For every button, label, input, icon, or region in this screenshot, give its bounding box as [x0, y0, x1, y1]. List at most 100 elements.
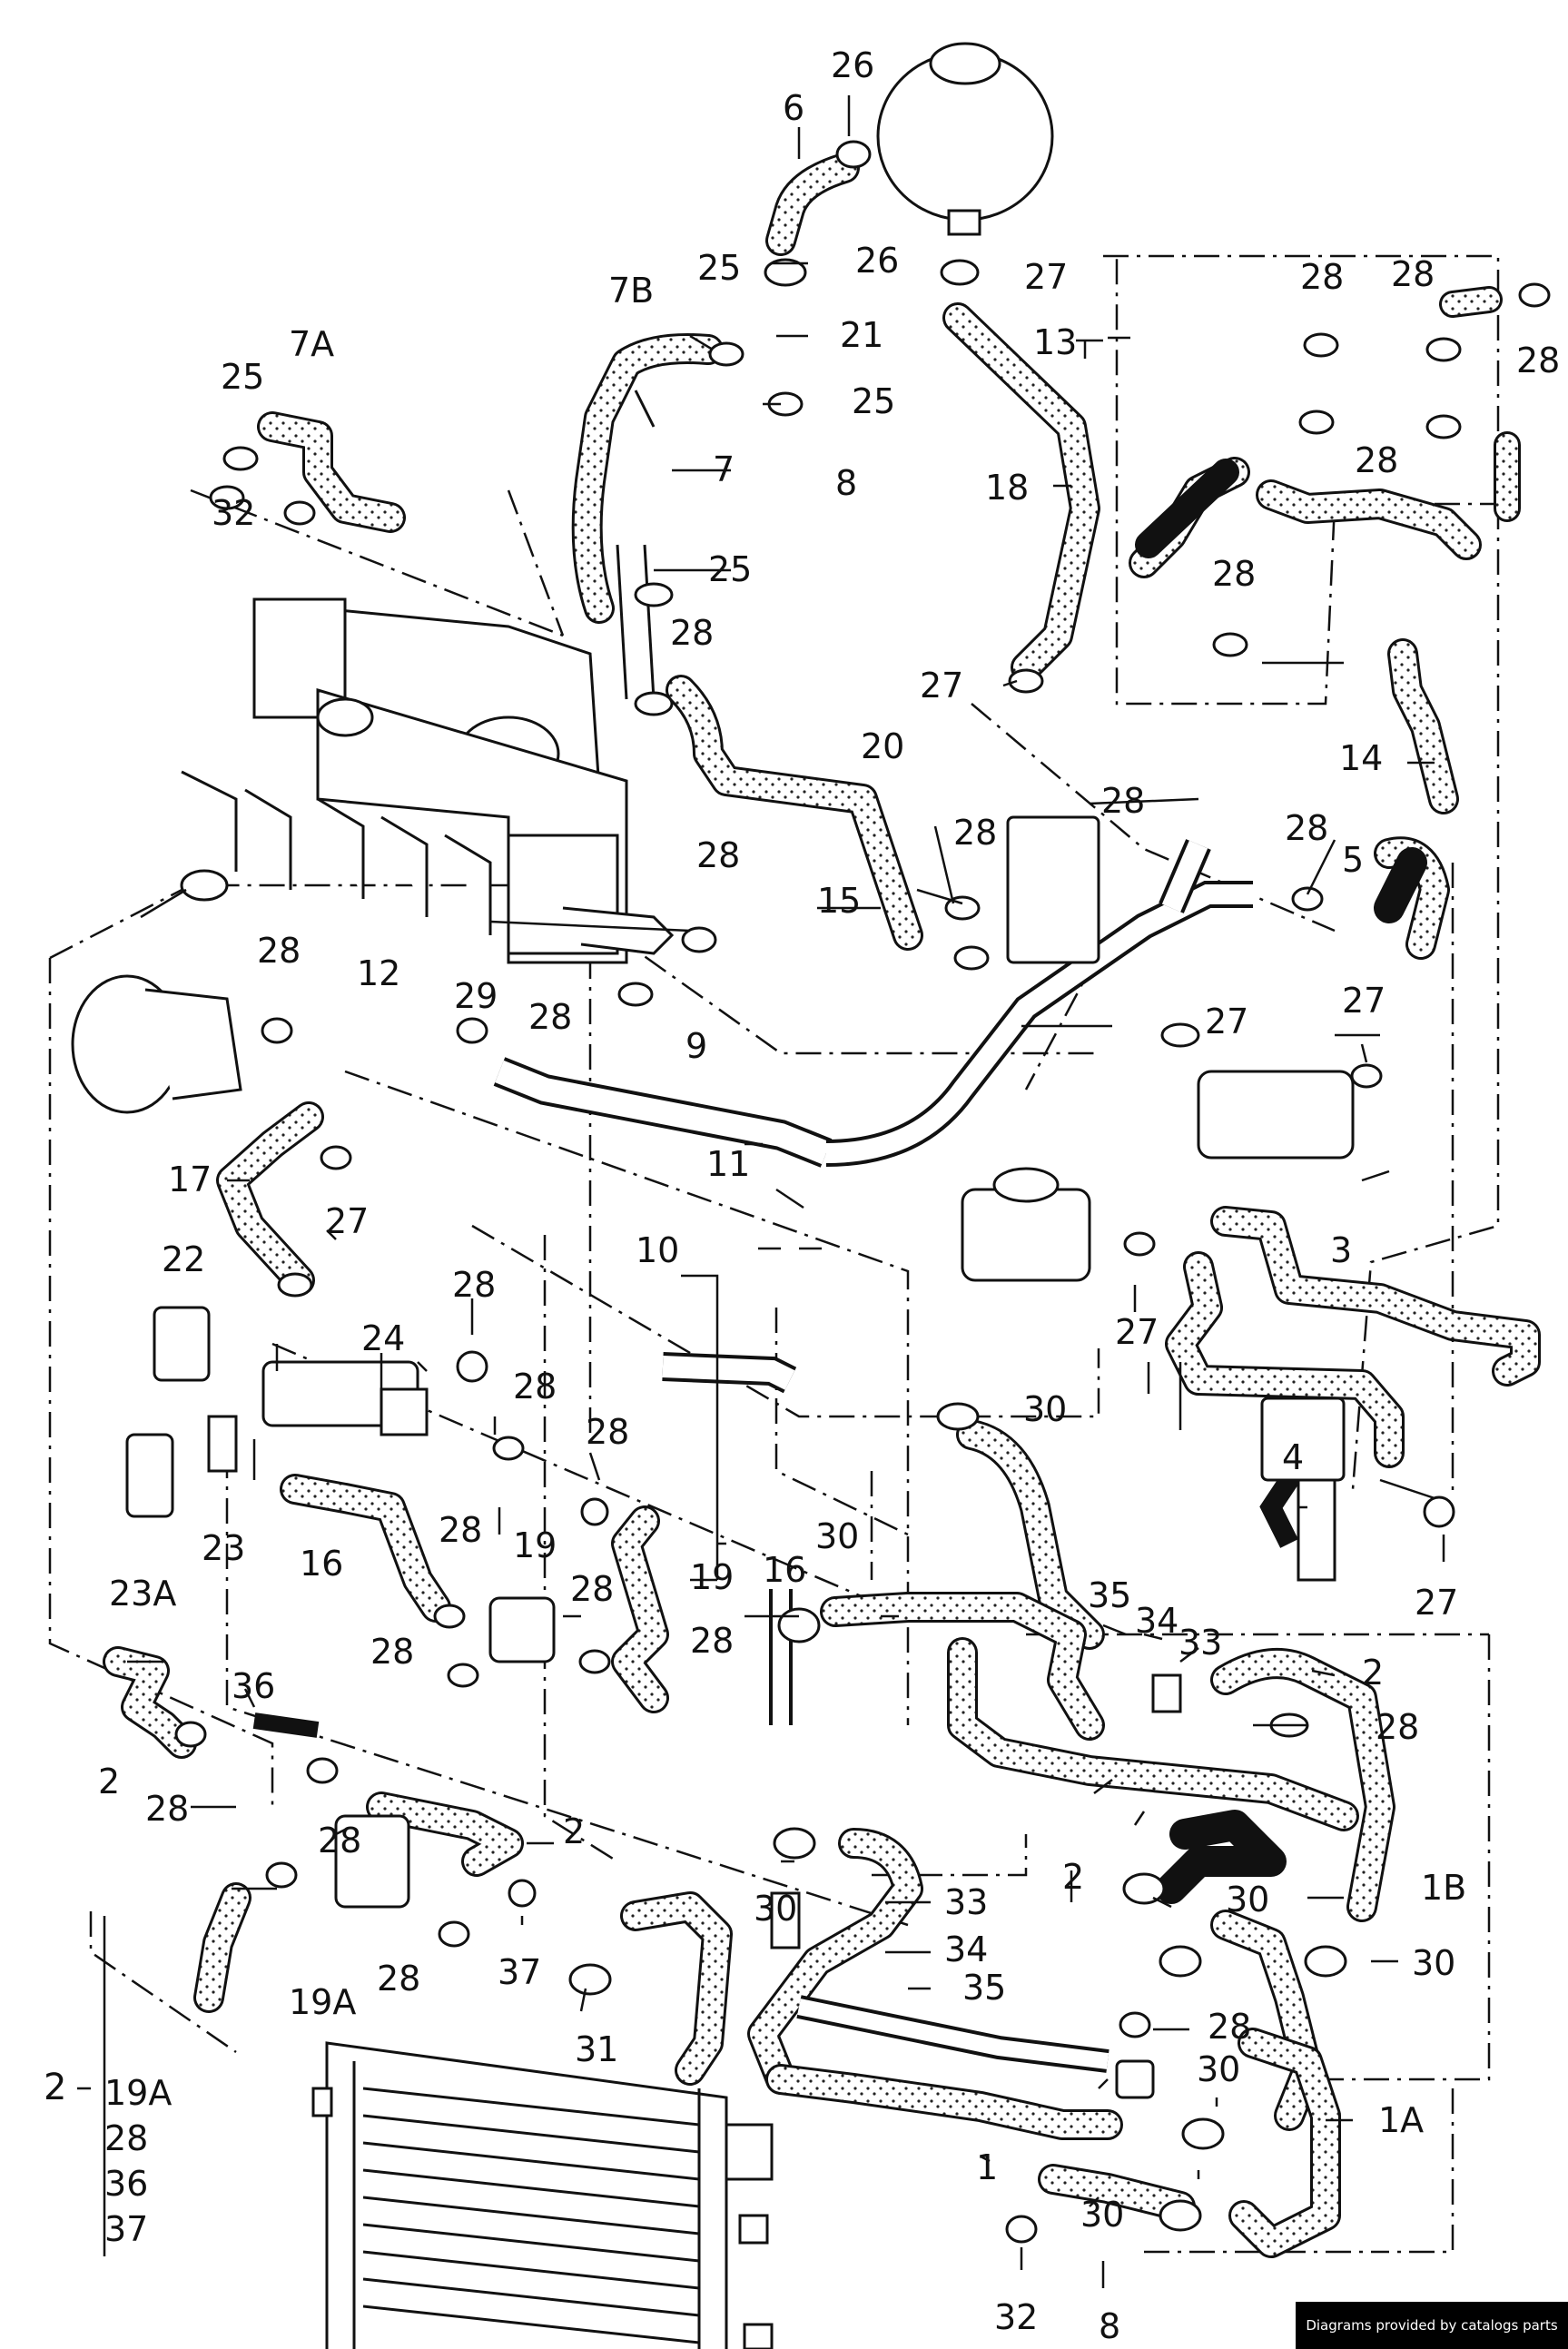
callout-18: 18: [985, 468, 1029, 508]
callout-28u: 28: [145, 1789, 189, 1829]
callout-14: 14: [1339, 738, 1383, 778]
callout-11: 11: [706, 1144, 750, 1184]
callout-28k: 28: [528, 997, 572, 1037]
callout-20: 20: [861, 726, 904, 766]
callout-7a: 7A: [289, 324, 334, 364]
callout-35a: 35: [1088, 1575, 1131, 1615]
callout-28o: 28: [586, 1412, 629, 1452]
coolant-hoses: [103, 153, 1541, 2258]
callout-32a: 32: [212, 493, 255, 533]
callout-16b: 16: [763, 1550, 806, 1590]
callout-37b: 37: [104, 2209, 148, 2249]
callout-36a: 36: [232, 1666, 275, 1706]
callout-27f: 27: [1115, 1312, 1159, 1352]
callout-labels: 26 6 26 27 7B 25 21 25 7A 25 32 7 8 18 1…: [44, 45, 1560, 2346]
callout-30d: 30: [1226, 1880, 1269, 1920]
callout-28n: 28: [513, 1367, 557, 1406]
callout-25c: 25: [221, 357, 264, 397]
callout-4: 4: [1282, 1437, 1304, 1477]
callout-9: 9: [685, 1026, 707, 1066]
callout-27c: 27: [1205, 1002, 1248, 1041]
callout-15: 15: [817, 881, 861, 921]
callout-28e: 28: [1212, 554, 1256, 594]
callout-26a: 26: [831, 45, 874, 85]
callout-28t: 28: [1376, 1707, 1419, 1747]
callout-37a: 37: [498, 1952, 541, 1992]
callout-28d: 28: [1355, 440, 1398, 480]
callout-22: 22: [162, 1239, 205, 1279]
callout-30a: 30: [1023, 1389, 1067, 1429]
callout-28b: 28: [1391, 254, 1435, 294]
callout-31: 31: [575, 2029, 618, 2069]
callout-24: 24: [361, 1318, 405, 1358]
callout-35b: 35: [962, 1968, 1006, 2008]
expansion-tank: [876, 42, 1054, 236]
leader-lines: [77, 95, 1445, 2288]
callout-27g: 27: [1415, 1583, 1458, 1623]
callout-2e: 2: [44, 2067, 66, 2108]
callout-28f: 28: [670, 613, 714, 653]
radiator: [311, 2041, 774, 2349]
callout-30c: 30: [754, 1889, 797, 1929]
callout-19a: 19: [513, 1525, 557, 1565]
callout-36b: 36: [104, 2164, 148, 2204]
callout-30b: 30: [815, 1516, 859, 1556]
callout-12: 12: [357, 953, 400, 993]
callout-23: 23: [202, 1528, 245, 1568]
callout-30g: 30: [1080, 2195, 1124, 2235]
callout-13: 13: [1033, 322, 1077, 362]
callout-1: 1: [976, 2147, 998, 2187]
callout-28q: 28: [570, 1569, 614, 1609]
callout-28j: 28: [696, 835, 740, 875]
callout-25a: 25: [697, 248, 741, 288]
callout-34a: 34: [1135, 1601, 1178, 1641]
callout-1b: 1B: [1421, 1868, 1466, 1908]
callout-16a: 16: [300, 1544, 343, 1584]
callout-28s: 28: [370, 1632, 414, 1672]
callout-28v: 28: [318, 1821, 361, 1860]
callout-6: 6: [783, 88, 804, 128]
callout-28l: 28: [257, 931, 301, 971]
components: [125, 815, 1355, 2099]
callout-33b: 33: [944, 1882, 988, 1922]
callout-34b: 34: [944, 1930, 988, 1969]
callout-29: 29: [454, 976, 498, 1016]
callout-21: 21: [840, 315, 883, 355]
callout-2d: 2: [1062, 1857, 1084, 1897]
callout-8b: 8: [1099, 2306, 1120, 2346]
callout-28i: 28: [1285, 808, 1328, 848]
callout-1a: 1A: [1378, 2100, 1424, 2140]
callout-17: 17: [168, 1160, 212, 1199]
callout-28g: 28: [953, 813, 997, 853]
callout-7b: 7B: [608, 271, 654, 311]
hose-clamps: [174, 140, 1551, 2244]
callout-26b: 26: [855, 241, 899, 281]
callout-28w: 28: [377, 1959, 420, 1999]
callout-27e: 27: [325, 1201, 369, 1241]
callout-25b: 25: [852, 381, 895, 421]
callout-30e: 30: [1412, 1943, 1455, 1983]
callout-2a: 2: [1362, 1653, 1384, 1693]
callout-28m: 28: [452, 1265, 496, 1305]
callout-5: 5: [1342, 840, 1364, 880]
callout-28r: 28: [690, 1621, 734, 1661]
callout-19c: 19A: [289, 1982, 356, 2022]
callout-33a: 33: [1178, 1623, 1222, 1663]
callout-30f: 30: [1197, 2049, 1240, 2089]
callout-10: 10: [636, 1230, 679, 1270]
callout-32b: 32: [994, 2297, 1038, 2337]
callout-27d: 27: [1342, 981, 1386, 1021]
callout-28c: 28: [1516, 341, 1560, 380]
callout-19d: 19A: [104, 2073, 172, 2113]
callout-28h: 28: [1101, 781, 1145, 821]
callout-2b: 2: [98, 1762, 120, 1801]
callout-27a: 27: [1024, 257, 1068, 297]
callout-3: 3: [1330, 1230, 1352, 1270]
callout-28a: 28: [1300, 257, 1344, 297]
callout-25d: 25: [708, 549, 752, 589]
callout-2c: 2: [563, 1811, 585, 1851]
diagram-credit-footer: Diagrams provided by catalogs parts: [1296, 2302, 1568, 2349]
callout-28y: 28: [104, 2118, 148, 2158]
